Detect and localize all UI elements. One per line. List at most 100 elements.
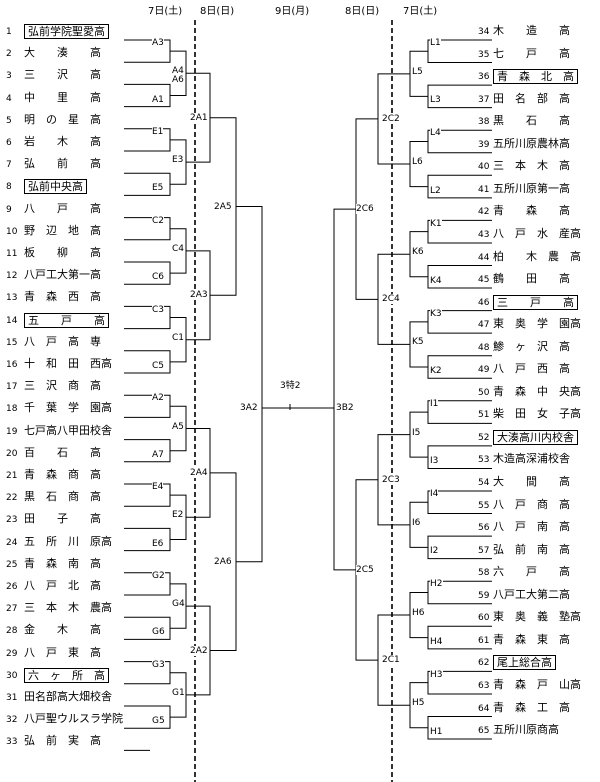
- right-team-number: 58: [478, 568, 490, 579]
- right-team-number: 40: [478, 162, 490, 173]
- left-team-number: 24: [6, 537, 18, 548]
- right-r1-code: L5: [412, 66, 423, 77]
- right-team-name: 鯵 ヶ 沢 高: [493, 339, 570, 353]
- right-team-name: 青 森 中 央高: [493, 384, 581, 398]
- left-r1-code: G1: [172, 687, 185, 698]
- left-r2-code: 2A2: [190, 645, 208, 656]
- right-r1-code: K1: [430, 218, 442, 229]
- left-team-number: 23: [6, 515, 18, 526]
- right-r2-code: 2C1: [382, 655, 400, 666]
- left-r1-code: C5: [152, 360, 165, 371]
- right-r1-code: I6: [412, 517, 421, 528]
- left-r2-code: 2A1: [190, 112, 208, 123]
- right-team-name: 五所川原商高: [493, 723, 559, 737]
- left-team-name: 三 沢 高: [24, 68, 101, 82]
- right-team-number: 59: [478, 590, 490, 601]
- left-r1-code: G6: [152, 627, 165, 638]
- left-r1-code: E6: [152, 538, 164, 549]
- right-team-number: 38: [478, 117, 490, 128]
- left-r2-code: 2A3: [190, 290, 208, 301]
- left-team-name: 三 本 木 農高: [24, 601, 112, 615]
- right-r1-code: H3: [430, 669, 443, 680]
- right-team-number: 45: [478, 275, 490, 286]
- left-team-name: 八 戸 北 高: [24, 579, 101, 592]
- left-team-number: 30: [6, 670, 18, 681]
- left-r3-code: 2A5: [214, 201, 232, 212]
- left-team-number: 26: [6, 582, 18, 592]
- right-team-name: 八 戸 南 高: [493, 520, 570, 534]
- right-r1-code: K6: [412, 247, 424, 258]
- left-team-name: 青 森 南 高: [24, 556, 101, 570]
- left-team-number: 17: [6, 382, 18, 393]
- right-team-number: 56: [478, 523, 490, 534]
- left-team-number: 4: [6, 93, 12, 104]
- right-team-name: 八 戸 西 高: [493, 362, 570, 376]
- right-team-name: 八 戸 水 産高: [493, 226, 581, 240]
- right-r1-code: L1: [430, 38, 441, 49]
- right-team-name: 弘 前 南 高: [493, 542, 570, 556]
- left-team-number: 5: [6, 115, 12, 126]
- right-r1-code: H1: [430, 726, 443, 737]
- left-team-number: 10: [6, 226, 18, 237]
- right-team-number: 48: [478, 342, 490, 353]
- left-team-name: 八 戸 東 高: [24, 645, 101, 659]
- left-r1-code: A7: [152, 449, 164, 460]
- right-r1-code: H4: [430, 636, 443, 647]
- left-r1-code: A5: [172, 421, 184, 432]
- right-r1-code: L2: [430, 185, 441, 196]
- right-team-name: 青 森 東 高: [493, 632, 570, 646]
- right-r1-code: L4: [430, 128, 441, 139]
- left-team-number: 12: [6, 271, 18, 282]
- right-team-name: 木造高深浦校舎: [493, 452, 570, 466]
- right-team-name: 東 奥 学 園高: [493, 317, 581, 331]
- left-team-name: 五 所 川 原高: [24, 534, 112, 548]
- right-team-number: 60: [478, 613, 490, 624]
- left-r1-code: E3: [172, 155, 184, 166]
- right-team-number: 51: [478, 410, 490, 421]
- date-left-round1: 7日(土): [148, 6, 183, 17]
- left-team-number: 8: [6, 182, 12, 193]
- left-team-number: 25: [6, 559, 18, 570]
- right-team-name: 五所川原農林高: [493, 136, 570, 150]
- right-r3-code: 2C6: [356, 204, 374, 215]
- right-team-name: 黒 石 高: [493, 114, 570, 128]
- left-team-name: 六 ヶ 所 高: [24, 667, 109, 683]
- left-team-number: 13: [6, 293, 18, 304]
- right-team-name: 青 森 北 高: [493, 69, 578, 85]
- left-team-name: 大 湊 高: [24, 46, 101, 60]
- right-r2-code: 2C4: [382, 294, 400, 305]
- left-r3-code: 2A6: [214, 556, 232, 567]
- left-r1-code: A4: [172, 66, 184, 77]
- left-team-number: 6: [6, 138, 12, 148]
- left-team-name: 千 葉 学 園高: [24, 401, 112, 415]
- left-team-name: 黒 石 商 高: [24, 490, 101, 504]
- right-team-number: 46: [478, 297, 490, 308]
- right-r1-code: K2: [430, 365, 442, 376]
- left-r1-code: E2: [172, 510, 184, 521]
- left-team-number: 19: [6, 426, 18, 437]
- left-team-name: 三 沢 商 高: [24, 379, 101, 393]
- left-team-number: 7: [6, 160, 12, 171]
- left-team-number: 28: [6, 626, 18, 637]
- right-r1-code: I5: [412, 427, 421, 438]
- left-team-number: 18: [6, 404, 18, 415]
- left-r1-code: C2: [152, 215, 165, 226]
- left-team-name: 八 戸 高: [24, 201, 101, 215]
- left-team-name: 五 戸 高: [24, 312, 109, 328]
- left-team-name: 七戸高八甲田校舎: [24, 423, 112, 437]
- right-team-name: 八戸工大第二高: [493, 587, 570, 601]
- left-r1-code: C4: [172, 243, 185, 254]
- left-team-name: 八戸工大第一高: [24, 268, 101, 282]
- left-team-number: 22: [6, 493, 18, 504]
- left-team-name: 田 子 高: [24, 512, 101, 526]
- left-team-name: 金 木 高: [24, 623, 101, 637]
- left-r1-code: E4: [152, 482, 164, 493]
- left-team-number: 20: [6, 448, 18, 459]
- right-team-number: 64: [478, 703, 490, 714]
- right-team-name: 八 戸 商 高: [493, 497, 570, 511]
- left-team-name: 田名部高大畑校舎: [24, 690, 112, 703]
- right-team-number: 65: [478, 726, 490, 737]
- left-team-name: 弘 前 高: [24, 157, 101, 171]
- left-team-name: 八 戸 高 専: [24, 334, 101, 348]
- final-title: 3特2: [280, 381, 301, 391]
